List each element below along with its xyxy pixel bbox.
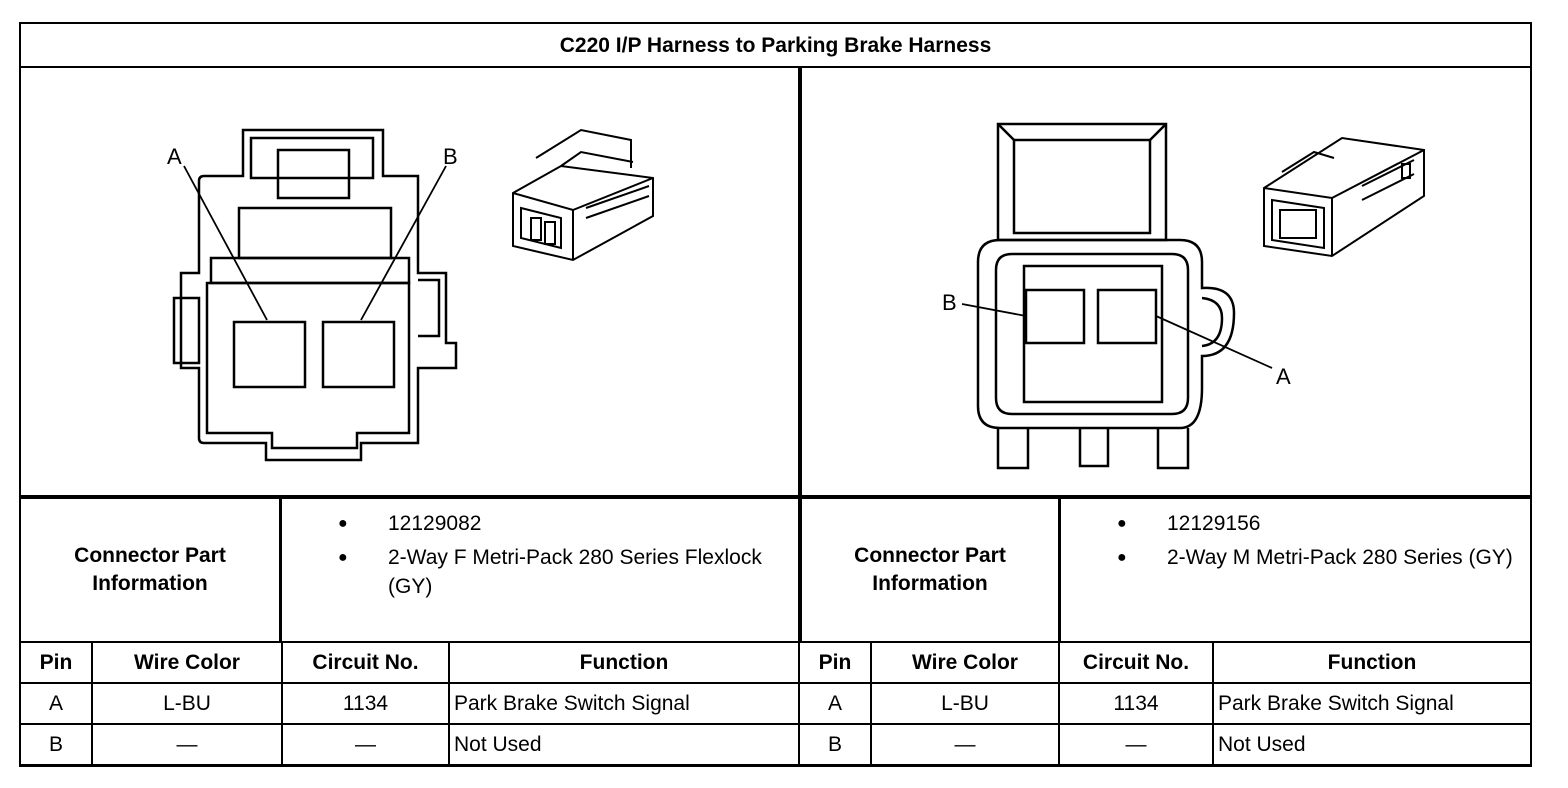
right-part-info-row: Connector Part Information ● 12129156 ● … bbox=[802, 495, 1530, 641]
male-connector-face-view bbox=[961, 122, 1425, 470]
bullet-icon: ● bbox=[338, 549, 348, 566]
left-pin-label-b: B bbox=[443, 144, 458, 169]
cell-pin: B bbox=[798, 723, 872, 766]
right-connector-diagram: B A bbox=[802, 68, 1530, 494]
cell-circuit-no: — bbox=[281, 723, 450, 766]
cell-circuit-no: 1134 bbox=[281, 682, 450, 725]
cell-circuit-no: 1134 bbox=[1058, 682, 1214, 725]
right-info-divider bbox=[1058, 499, 1061, 641]
right-pin-table: Pin Wire Color Circuit No. Function A L-… bbox=[798, 641, 1532, 766]
left-pin-table: Pin Wire Color Circuit No. Function A L-… bbox=[19, 641, 800, 766]
table-row: B — — Not Used bbox=[19, 723, 800, 766]
header-wire-color: Wire Color bbox=[870, 641, 1060, 684]
page-title: C220 I/P Harness to Parking Brake Harnes… bbox=[21, 24, 1530, 68]
right-part-description: 2-Way M Metri-Pack 280 Series (GY) bbox=[1167, 546, 1513, 569]
header-circuit-no: Circuit No. bbox=[281, 641, 450, 684]
left-part-description: 2-Way F Metri-Pack 280 Series Flexlock (… bbox=[388, 546, 762, 598]
header-wire-color: Wire Color bbox=[91, 641, 283, 684]
table-header-row: Pin Wire Color Circuit No. Function bbox=[19, 641, 800, 684]
table-header-row: Pin Wire Color Circuit No. Function bbox=[798, 641, 1532, 684]
header-pin: Pin bbox=[798, 641, 872, 684]
left-part-info-row: Connector Part Information ● 12129082 ● … bbox=[21, 495, 798, 641]
header-circuit-no: Circuit No. bbox=[1058, 641, 1214, 684]
female-connector-3d-icon bbox=[512, 128, 654, 262]
bullet-icon: ● bbox=[1117, 515, 1127, 532]
header-function: Function bbox=[1212, 641, 1532, 684]
cell-function: Park Brake Switch Signal bbox=[1212, 682, 1532, 725]
right-connector-label: Connector Part Information bbox=[854, 544, 1006, 595]
right-part-info-list: ● 12129156 ● 2-Way M Metri-Pack 280 Seri… bbox=[1061, 499, 1530, 641]
table-row: A L-BU 1134 Park Brake Switch Signal bbox=[19, 682, 800, 725]
right-pin-label-b: B bbox=[942, 290, 957, 315]
center-divider bbox=[798, 68, 802, 643]
cell-function: Not Used bbox=[448, 723, 800, 766]
left-part-info-list: ● 12129082 ● 2-Way F Metri-Pack 280 Seri… bbox=[282, 499, 798, 641]
connector-sheet: C220 I/P Harness to Parking Brake Harnes… bbox=[19, 22, 1532, 767]
bullet-icon: ● bbox=[338, 515, 348, 532]
bullet-icon: ● bbox=[1117, 549, 1127, 566]
female-connector-face-view bbox=[172, 128, 654, 462]
right-pin-label-a: A bbox=[1276, 364, 1291, 389]
table-row: A L-BU 1134 Park Brake Switch Signal bbox=[798, 682, 1532, 725]
left-connector-diagram: A B bbox=[21, 68, 798, 494]
right-part-number: 12129156 bbox=[1167, 512, 1261, 535]
table-row: B — — Not Used bbox=[798, 723, 1532, 766]
cell-wire-color: — bbox=[870, 723, 1060, 766]
header-pin: Pin bbox=[19, 641, 93, 684]
cell-wire-color: L-BU bbox=[870, 682, 1060, 725]
cell-pin: B bbox=[19, 723, 93, 766]
cell-function: Not Used bbox=[1212, 723, 1532, 766]
cell-circuit-no: — bbox=[1058, 723, 1214, 766]
cell-wire-color: L-BU bbox=[91, 682, 283, 725]
left-connector-label: Connector Part Information bbox=[74, 544, 226, 595]
left-info-divider bbox=[279, 499, 282, 641]
left-part-number: 12129082 bbox=[388, 512, 482, 535]
cell-pin: A bbox=[798, 682, 872, 725]
cell-wire-color: — bbox=[91, 723, 283, 766]
cell-pin: A bbox=[19, 682, 93, 725]
cell-function: Park Brake Switch Signal bbox=[448, 682, 800, 725]
male-connector-3d-icon bbox=[1263, 136, 1425, 258]
header-function: Function bbox=[448, 641, 800, 684]
left-pin-label-a: A bbox=[167, 144, 182, 169]
